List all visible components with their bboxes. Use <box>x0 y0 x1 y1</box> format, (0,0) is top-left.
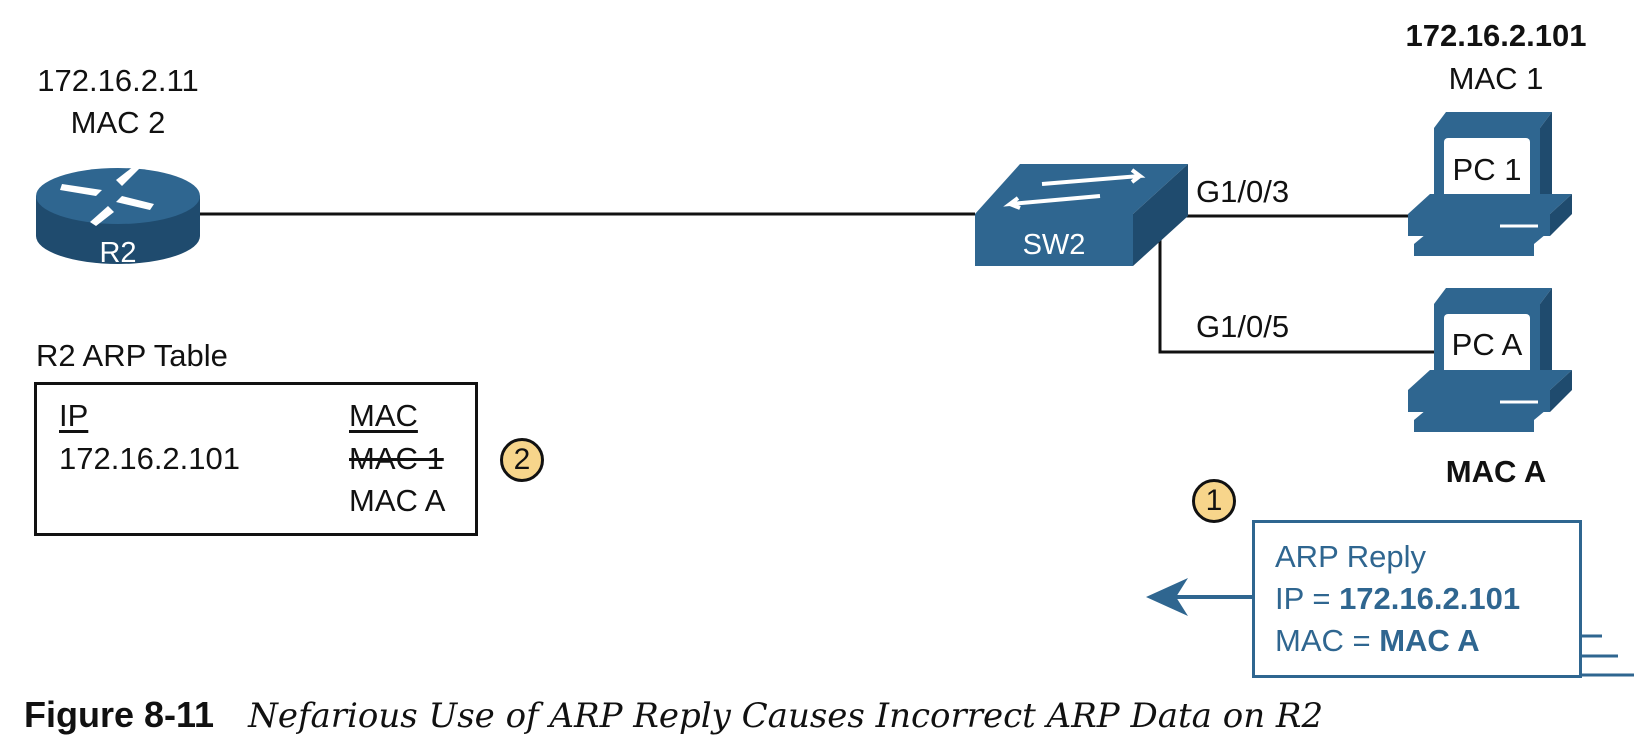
arp-reply-ip-line: IP = 172.16.2.101 <box>1275 583 1520 614</box>
arp-table-row-ip: 172.16.2.101 <box>59 441 241 476</box>
arp-reply-packet: ARP Reply IP = 172.16.2.101 MAC = MAC A <box>1252 520 1582 678</box>
arp-table-new-mac: MAC A <box>349 483 446 518</box>
pc1-computer-icon: PC 1 <box>1408 112 1572 256</box>
arp-reply-ip-prefix: IP = <box>1275 581 1340 616</box>
router-mac: MAC 2 <box>70 105 166 140</box>
switch-icon: SW2 <box>975 164 1188 266</box>
step-1-badge: 1 <box>1192 479 1236 523</box>
arp-reply-mac-line: MAC = MAC A <box>1275 625 1480 656</box>
figure-caption-text: Nefarious Use of ARP Reply Causes Incorr… <box>248 696 1324 736</box>
arp-reply-mac-value: MAC A <box>1379 623 1480 658</box>
port-g1-0-5: G1/0/5 <box>1196 309 1290 344</box>
pca-computer-icon: PC A <box>1408 288 1572 432</box>
arp-table: IP MAC 172.16.2.101 MAC 1 MAC A <box>34 382 478 536</box>
router-label: R2 <box>99 237 136 269</box>
arp-reply-mac-prefix: MAC = <box>1275 623 1380 658</box>
router-icon: R2 <box>36 166 200 269</box>
arp-reply-arrow <box>1146 578 1252 616</box>
port-g1-0-3: G1/0/3 <box>1196 174 1290 209</box>
arp-table-header-ip: IP <box>59 398 89 433</box>
figure-caption: Figure 8-11 Nefarious Use of ARP Reply Ca… <box>24 694 1323 736</box>
figure-caption-label: Figure 8-11 <box>24 694 215 735</box>
pc1-mac: MAC 1 <box>1448 61 1544 96</box>
arp-reply-title: ARP Reply <box>1275 539 1427 574</box>
pc1-label: PC 1 <box>1453 152 1522 187</box>
arp-reply-ip-value: 172.16.2.101 <box>1339 581 1521 616</box>
router-ip: 172.16.2.11 <box>37 63 199 98</box>
switch-label: SW2 <box>1023 229 1086 261</box>
pc1-ip: 172.16.2.101 <box>1405 18 1587 53</box>
step-2-badge: 2 <box>500 438 544 482</box>
link-sw2-pca <box>1158 240 1434 354</box>
arp-table-old-mac: MAC 1 <box>349 441 444 476</box>
pca-label: PC A <box>1452 327 1523 362</box>
pca-mac: MAC A <box>1445 454 1547 489</box>
arp-table-title: R2 ARP Table <box>36 338 228 373</box>
arp-table-header-mac: MAC <box>349 398 418 433</box>
packet-stack-lines <box>1582 634 1634 677</box>
